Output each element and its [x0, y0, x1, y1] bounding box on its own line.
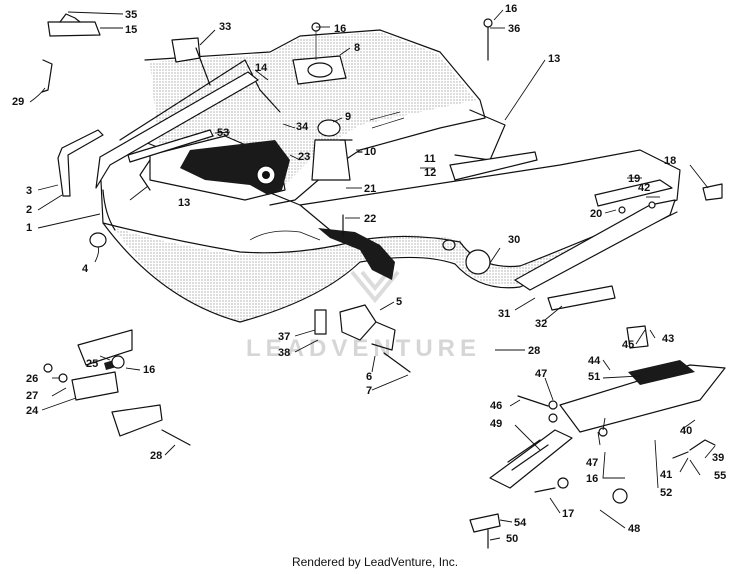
callout-48: 48 — [628, 523, 640, 535]
callout-47: 47 — [586, 457, 598, 469]
callout-10: 10 — [364, 146, 376, 158]
callout-6: 6 — [366, 371, 372, 383]
callout-55: 55 — [714, 470, 726, 482]
callout-8: 8 — [354, 42, 360, 54]
callout-27: 27 — [26, 390, 38, 402]
footer-credit: Rendered by LeadVenture, Inc. — [291, 555, 459, 569]
callout-47: 47 — [535, 368, 547, 380]
callout-30: 30 — [508, 234, 520, 246]
callout-17: 17 — [562, 508, 574, 520]
callout-38: 38 — [278, 347, 290, 359]
callout-28: 28 — [528, 345, 540, 357]
callout-5: 5 — [396, 296, 402, 308]
callout-16: 16 — [143, 364, 155, 376]
callout-18: 18 — [664, 155, 676, 167]
callout-29: 29 — [12, 96, 24, 108]
callout-51: 51 — [588, 371, 600, 383]
callout-11: 11 — [424, 153, 436, 165]
callout-13: 13 — [548, 53, 560, 65]
part-8-cap — [292, 30, 347, 85]
callout-31: 31 — [498, 308, 510, 320]
callout-16: 16 — [334, 23, 346, 35]
callout-16: 16 — [505, 3, 517, 15]
callout-28: 28 — [150, 450, 162, 462]
callout-35: 35 — [125, 9, 137, 21]
callout-52: 52 — [660, 487, 672, 499]
callout-46: 46 — [490, 400, 502, 412]
callout-36: 36 — [508, 23, 520, 35]
callout-34: 34 — [296, 121, 309, 133]
callout-15: 15 — [125, 24, 137, 36]
callout-37: 37 — [278, 331, 290, 343]
callout-45: 45 — [622, 339, 634, 351]
callout-54: 54 — [514, 517, 527, 529]
callout-26: 26 — [26, 373, 38, 385]
callout-4: 4 — [82, 263, 89, 275]
callout-13: 13 — [178, 197, 190, 209]
callout-14: 14 — [255, 62, 268, 74]
callout-44: 44 — [588, 355, 601, 367]
rails — [57, 71, 723, 311]
callout-22: 22 — [364, 213, 376, 225]
callout-42: 42 — [638, 182, 650, 194]
callout-3: 3 — [26, 185, 32, 197]
callout-20: 20 — [590, 208, 602, 220]
callout-32: 32 — [535, 318, 547, 330]
callouts: 35 15 33 16 16 36 8 13 29 14 9 53 34 23 … — [12, 3, 726, 545]
callout-23: 23 — [298, 151, 310, 163]
callout-2: 2 — [26, 204, 32, 216]
bracket-assembly-left — [43, 329, 191, 446]
bracket-assembly-right — [469, 325, 726, 549]
callout-1: 1 — [26, 222, 32, 234]
callout-53: 53 — [217, 127, 229, 139]
callout-19: 19 — [628, 173, 640, 185]
hardware — [41, 13, 493, 373]
callout-21: 21 — [364, 183, 376, 195]
callout-33: 33 — [219, 21, 231, 33]
callout-50: 50 — [506, 533, 518, 545]
callout-24: 24 — [26, 405, 39, 417]
callout-7: 7 — [366, 385, 372, 397]
callout-40: 40 — [680, 425, 692, 437]
callout-16: 16 — [586, 473, 598, 485]
callout-12: 12 — [424, 167, 436, 179]
callout-41: 41 — [660, 469, 672, 481]
leader-lines — [29, 9, 716, 541]
tunnel — [119, 29, 506, 206]
callout-43: 43 — [662, 333, 674, 345]
callout-25: 25 — [86, 358, 98, 370]
callout-9: 9 — [345, 111, 351, 123]
callout-49: 49 — [490, 418, 502, 430]
callout-39: 39 — [712, 452, 724, 464]
